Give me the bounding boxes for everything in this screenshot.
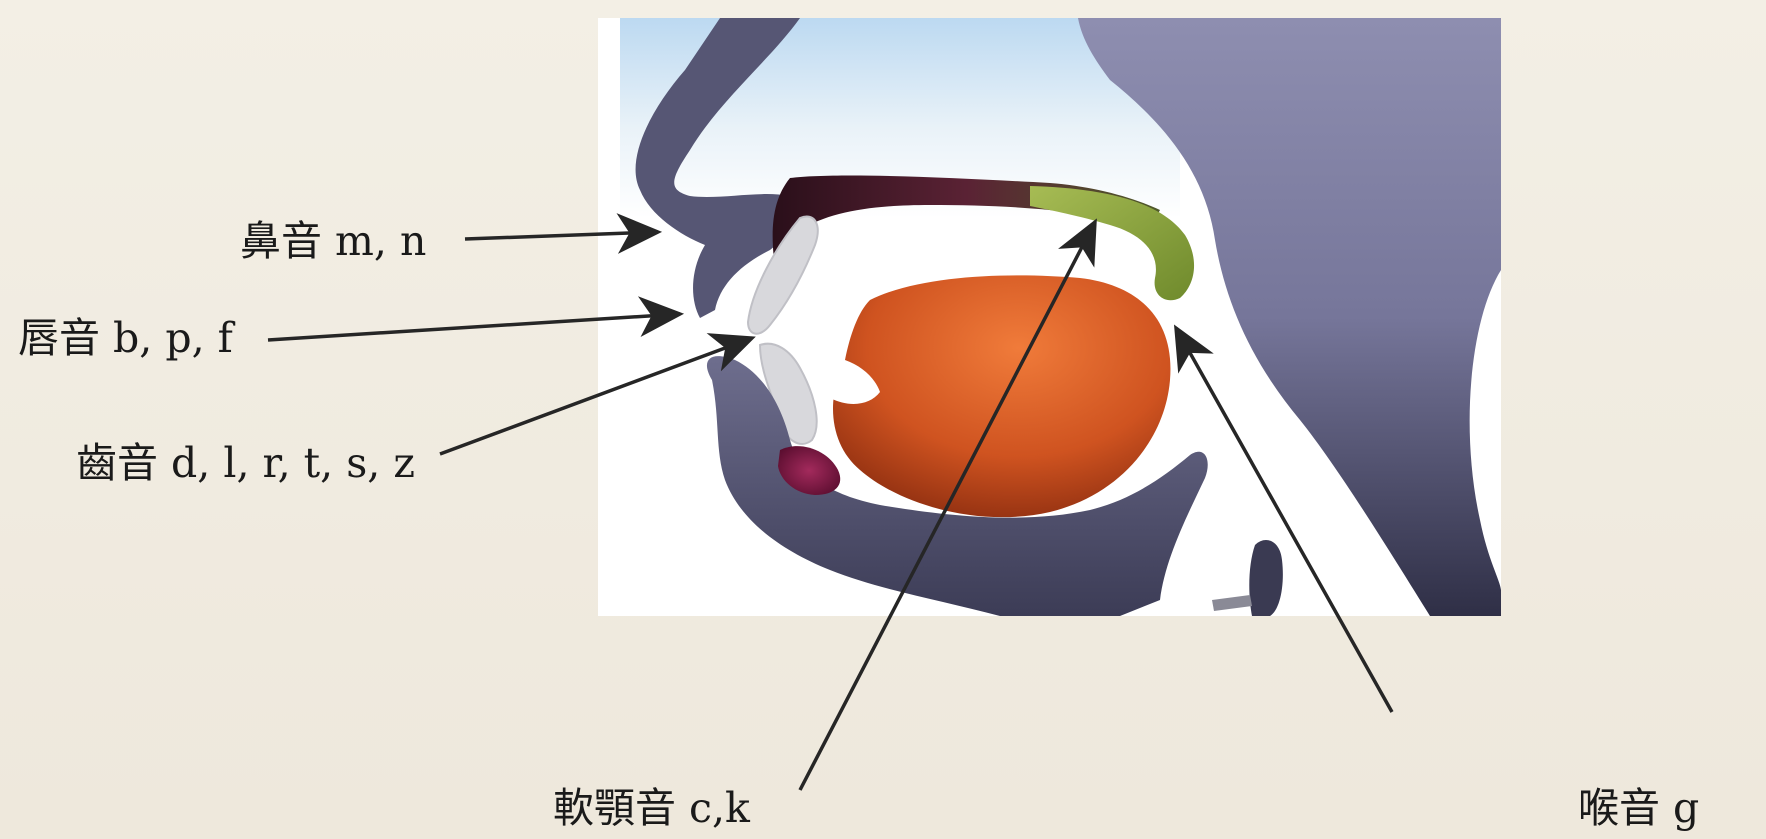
anatomical-head-illustration [598,18,1501,616]
glottal-label: 喉音 g [1578,788,1699,829]
velar-label: 軟顎音 c,k [553,788,750,829]
nasal-label: 鼻音 m, n [240,221,426,262]
labial-label: 唇音 b, p, f [18,318,233,359]
dental-label: 齒音 d, l, r, t, s, z [76,443,415,484]
